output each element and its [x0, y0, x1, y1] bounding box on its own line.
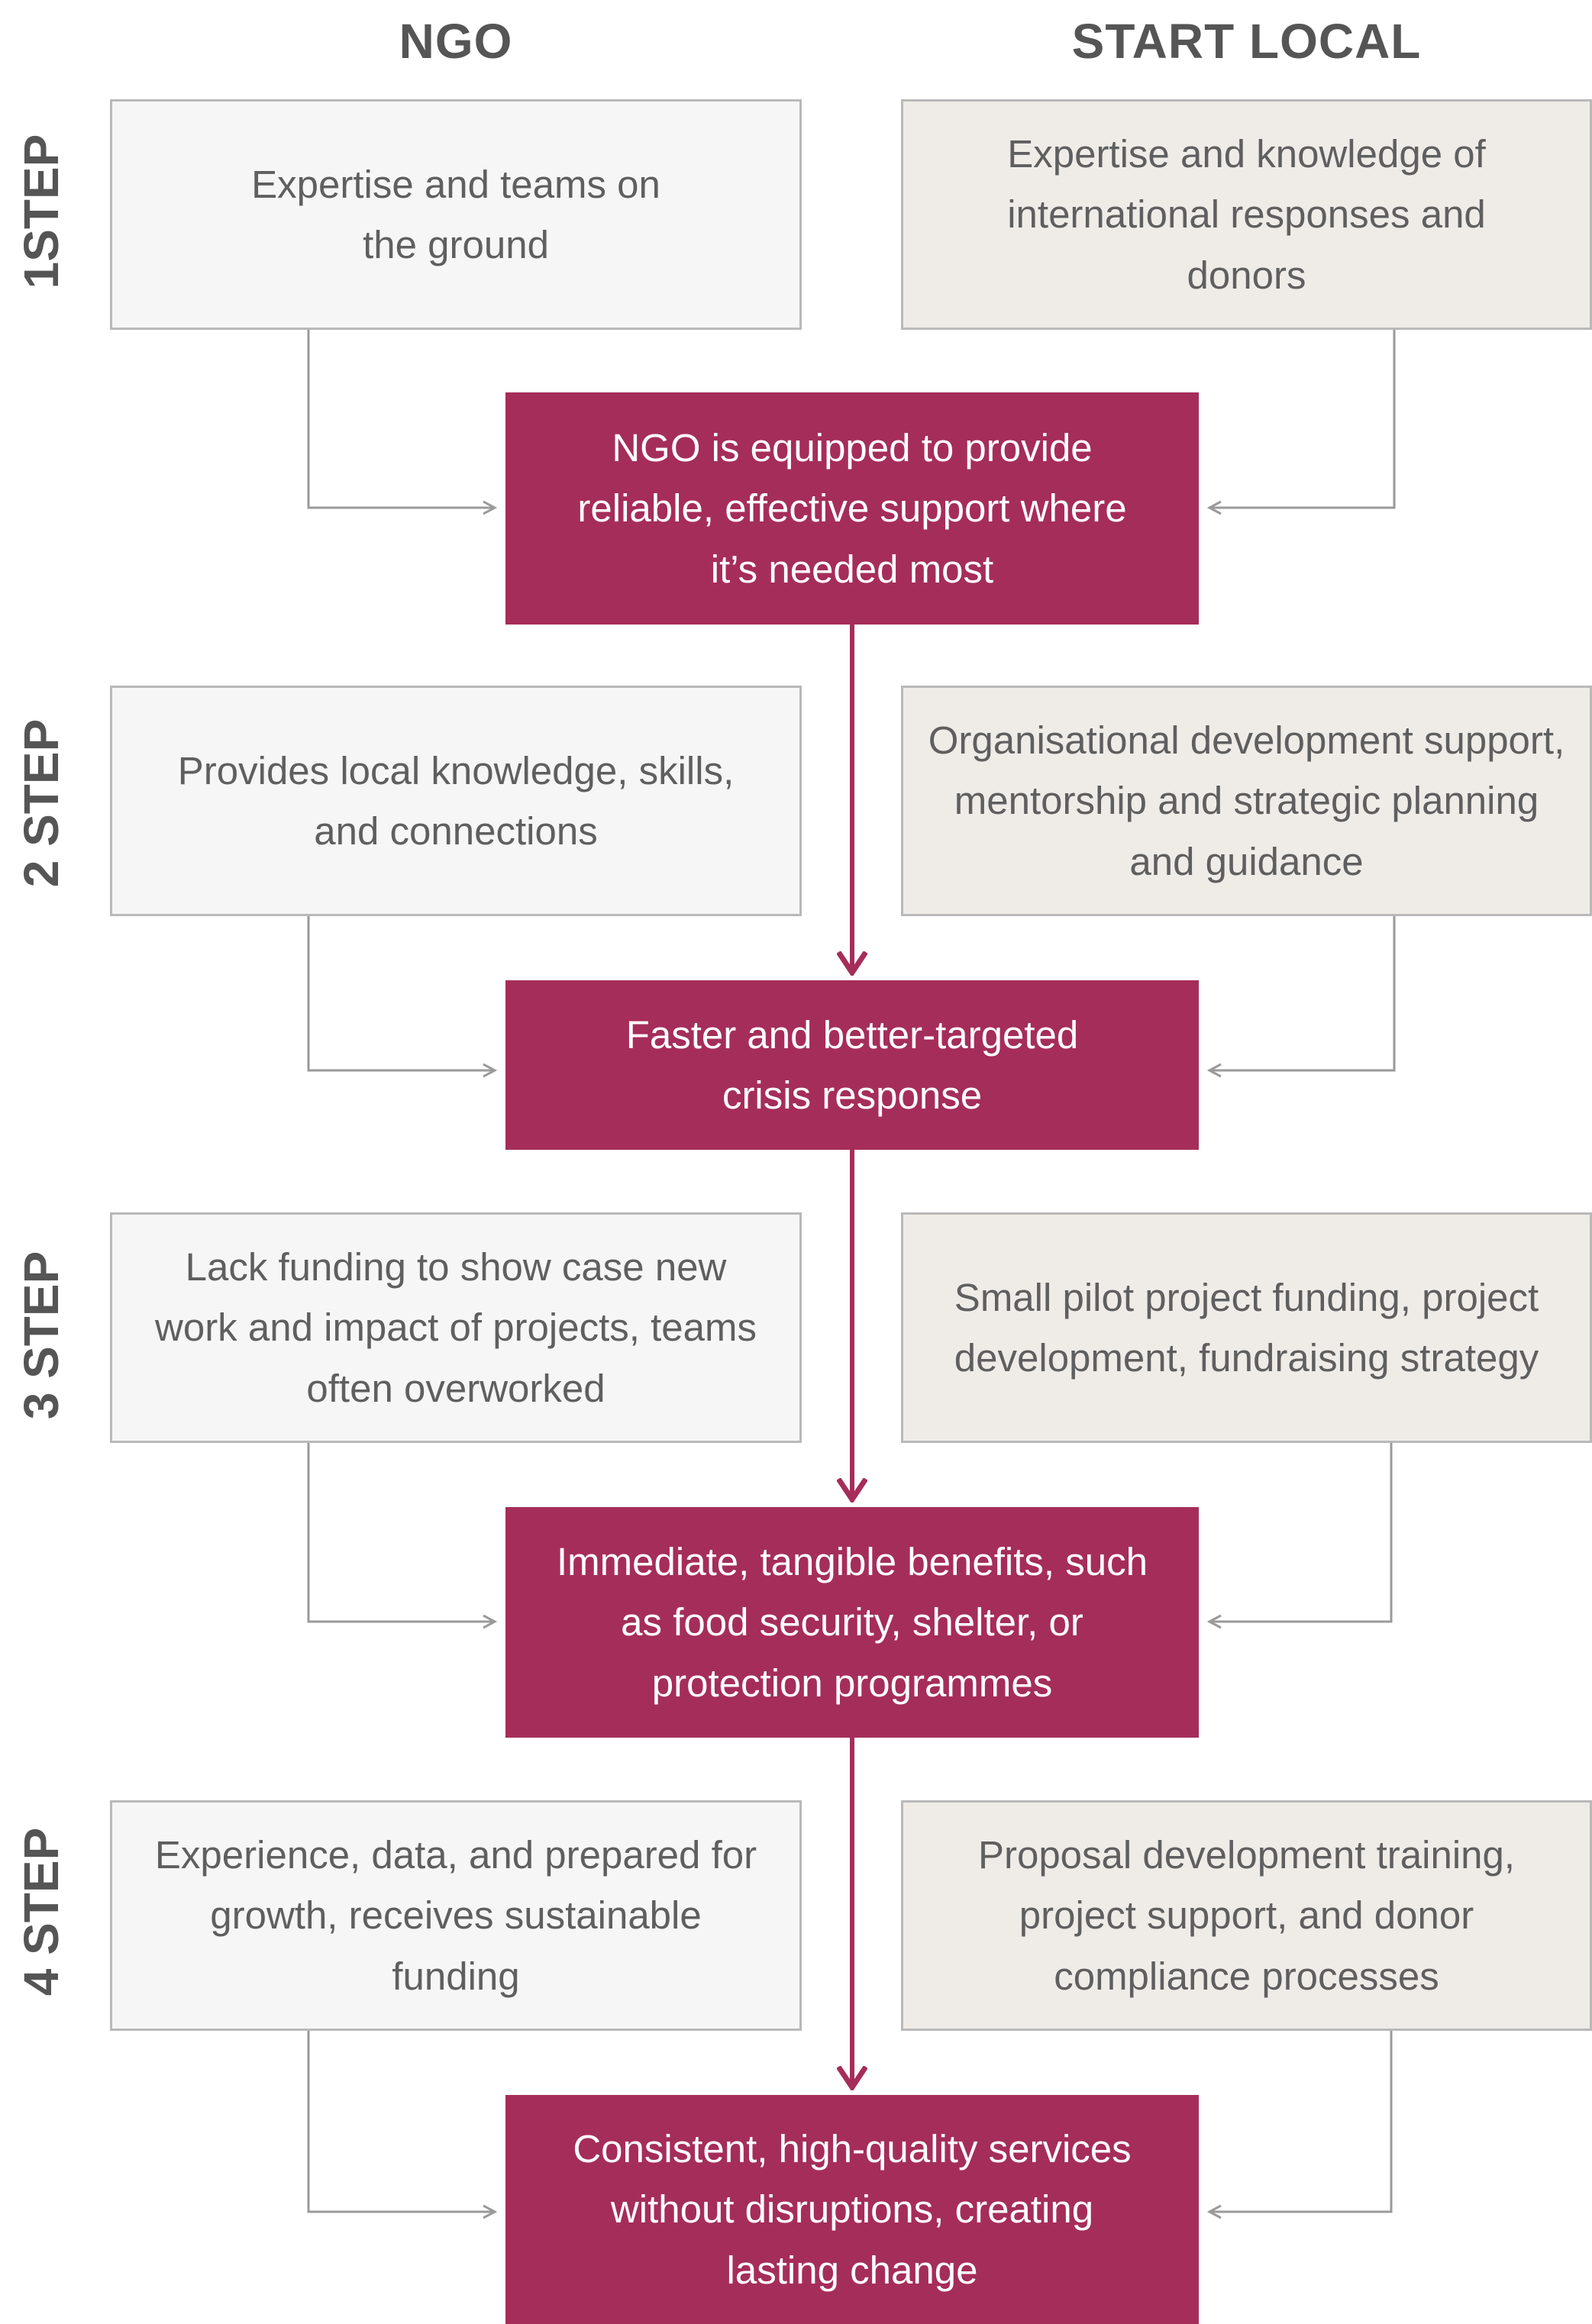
step-4-label: 4 STEP [14, 1827, 69, 1996]
step-4-local-text: Proposal development training, project s… [977, 1833, 1516, 1998]
ngo-column-header: NGO [399, 14, 513, 69]
step-3-label: 3 STEP [14, 1251, 69, 1420]
connector-step2-local [1209, 916, 1396, 1070]
step-1-result-text: NGO is equipped to provide reliable, eff… [577, 426, 1127, 591]
step-2-result-box: Faster and better-targeted crisis respon… [505, 980, 1199, 1150]
step-3-result-box: Immediate, tangible benefits, such as fo… [505, 1507, 1199, 1738]
step-3-local-box: Small pilot project funding, project dev… [901, 1212, 1592, 1443]
step-2-ngo-box: Provides local knowledge, skills, and co… [110, 686, 802, 916]
step-1-result-box: NGO is equipped to provide reliable, eff… [505, 392, 1199, 625]
step-1-label: 1STEP [14, 134, 69, 289]
connector-step1-local [1209, 330, 1396, 508]
connector-step3-ngo [307, 1443, 495, 1622]
connector-step3-local [1209, 1443, 1393, 1622]
step-4-result-box: Consistent, high-quality services withou… [505, 2095, 1199, 2324]
step-4-ngo-box: Experience, data, and prepared for growt… [110, 1800, 802, 2031]
step-3-result-text: Immediate, tangible benefits, such as fo… [557, 1540, 1148, 1705]
step-4-result-text: Consistent, high-quality services withou… [573, 2127, 1132, 2292]
step-2-label: 2 STEP [14, 718, 69, 888]
step-1-local-box: Expertise and knowledge of international… [901, 99, 1592, 330]
connector-step2-ngo [307, 916, 495, 1070]
step-1-ngo-box: Expertise and teams on the ground [110, 99, 802, 330]
step-2-local-box: Organisational development support, ment… [901, 686, 1592, 916]
connector-step1-ngo [307, 330, 495, 508]
step-3-ngo-text: Lack funding to show case new work and i… [155, 1245, 757, 1410]
step-4-local-box: Proposal development training, project s… [901, 1800, 1592, 2031]
step-1-ngo-text: Expertise and teams on the ground [251, 162, 660, 266]
start-local-column-header: START LOCAL [1071, 14, 1422, 69]
connector-step4-ngo [307, 2030, 495, 2212]
step-3-local-text: Small pilot project funding, project dev… [954, 1275, 1539, 1380]
connector-step4-local [1209, 2030, 1393, 2212]
step-1-local-text: Expertise and knowledge of international… [1007, 132, 1486, 297]
step-3-ngo-box: Lack funding to show case new work and i… [110, 1212, 802, 1443]
step-2-result-text: Faster and better-targeted crisis respon… [625, 1012, 1079, 1117]
step-2-local-text: Organisational development support, ment… [928, 718, 1565, 883]
step-4-ngo-text: Experience, data, and prepared for growt… [154, 1833, 757, 1998]
step-2-ngo-text: Provides local knowledge, skills, and co… [177, 748, 735, 853]
